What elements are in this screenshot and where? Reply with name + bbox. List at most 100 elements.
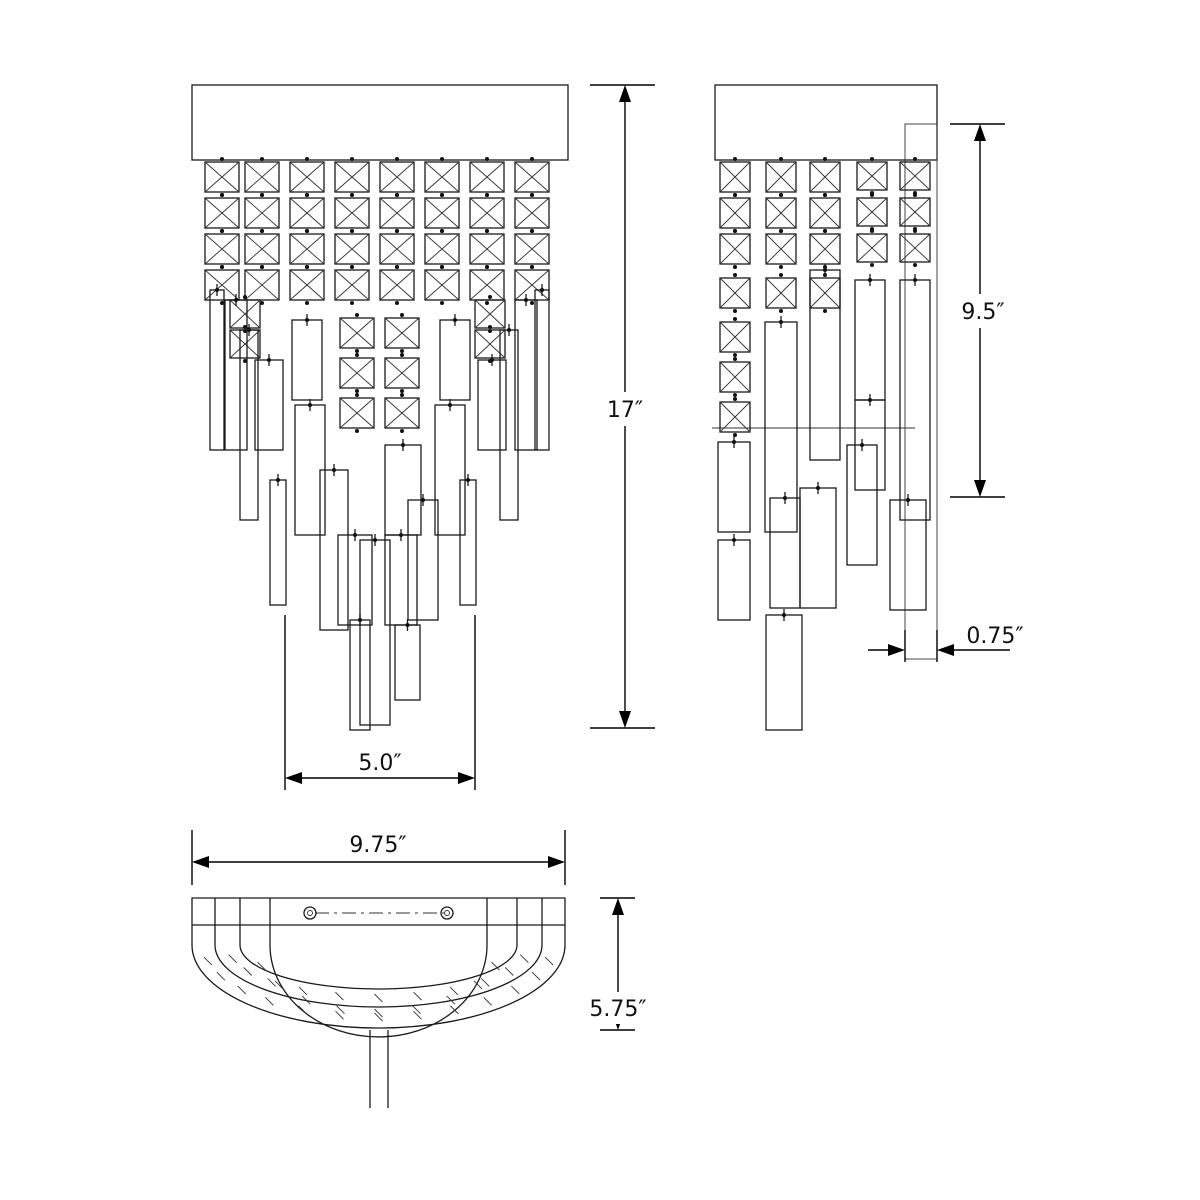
- square-crystal: [204, 269, 240, 301]
- crystal-facet: [469, 233, 505, 265]
- pendant-crystal: [209, 289, 225, 451]
- crystal-hook: [440, 229, 444, 233]
- crystal-facet: [856, 233, 888, 263]
- pendant-hook-dot: [453, 318, 457, 322]
- pendant-crystal: [809, 269, 841, 461]
- square-crystal: [339, 357, 375, 389]
- pendant-hook-dot: [247, 328, 251, 332]
- crystal-hook: [779, 193, 783, 197]
- crystal-hook: [870, 263, 874, 267]
- crystal-hook: [733, 309, 737, 313]
- crystal-facet: [289, 197, 325, 229]
- square-crystal: [765, 233, 797, 265]
- pendant-crystal: [477, 359, 507, 451]
- dimension-0-75: 0.75″: [868, 624, 1024, 662]
- pendant-hook-dot: [308, 403, 312, 407]
- pendant-crystal: [459, 479, 477, 606]
- pendant-hook-dot: [868, 398, 872, 402]
- crystal-hook: [779, 229, 783, 233]
- edge-tick: [265, 996, 274, 1006]
- square-crystal: [719, 321, 751, 353]
- square-crystal: [899, 161, 931, 191]
- edge-tick: [237, 985, 246, 995]
- square-crystal: [469, 161, 505, 193]
- crystal-hook: [260, 193, 264, 197]
- pendant-crystal: [319, 469, 349, 631]
- edge-tick: [413, 991, 422, 1001]
- square-crystal: [379, 269, 415, 301]
- crystal-hook: [733, 357, 737, 361]
- crystal-facet: [229, 329, 261, 359]
- crystal-facet: [424, 233, 460, 265]
- pendant-hook-dot: [540, 288, 544, 292]
- crystal-facet: [289, 269, 325, 301]
- square-crystal: [384, 397, 420, 429]
- crystal-hook: [350, 265, 354, 269]
- crystal-hook: [305, 193, 309, 197]
- crystal-facet: [719, 233, 751, 265]
- pendant-crystal: [889, 499, 927, 611]
- crystal-hook: [733, 353, 737, 357]
- crystal-hook: [485, 193, 489, 197]
- crystal-hook: [913, 263, 917, 267]
- square-crystal: [384, 357, 420, 389]
- top-middle-arc-2: [239, 898, 518, 990]
- edge-tick: [504, 967, 514, 976]
- square-crystal: [719, 401, 751, 433]
- crystal-hook: [823, 309, 827, 313]
- square-crystal: [204, 161, 240, 193]
- square-crystal: [244, 197, 280, 229]
- pendant-crystal: [407, 499, 439, 621]
- crystal-facet: [765, 161, 797, 193]
- crystal-hook: [488, 295, 492, 299]
- crystal-hook: [260, 265, 264, 269]
- crystal-hook: [913, 157, 917, 161]
- crystal-hook: [733, 265, 737, 269]
- crystal-hook: [350, 229, 354, 233]
- crystal-facet: [899, 161, 931, 191]
- crystal-facet: [229, 299, 261, 329]
- edge-tick: [257, 961, 266, 971]
- crystal-hook: [530, 265, 534, 269]
- crystal-hook: [220, 301, 224, 305]
- dimension-label-plate-depth: 5.75″: [589, 997, 646, 1022]
- crystal-hook: [779, 309, 783, 313]
- pendant-hook-dot: [267, 358, 271, 362]
- crystal-hook: [400, 429, 404, 433]
- pendant-crystal: [384, 444, 422, 536]
- pendant-hook-dot: [421, 498, 425, 502]
- crystal-hook: [530, 229, 534, 233]
- pendant-crystal: [899, 279, 931, 521]
- edge-tick: [243, 967, 253, 976]
- square-crystal: [765, 161, 797, 193]
- square-crystal: [719, 197, 751, 229]
- crystal-hook: [530, 157, 534, 161]
- mounting-hole-left: [303, 906, 317, 920]
- crystal-facet: [384, 397, 420, 429]
- crystal-hook: [395, 301, 399, 305]
- crystal-facet: [339, 357, 375, 389]
- crystal-hook: [220, 229, 224, 233]
- square-crystal: [899, 233, 931, 263]
- crystal-facet: [334, 233, 370, 265]
- top-view: [191, 897, 566, 1108]
- crystal-hook: [733, 193, 737, 197]
- pendant-hook-dot: [524, 298, 528, 302]
- pendant-hook-dot: [783, 496, 787, 500]
- crystal-facet: [809, 197, 841, 229]
- crystal-hook: [779, 273, 783, 277]
- crystal-hook: [913, 229, 917, 233]
- pendant-crystal: [769, 497, 801, 609]
- crystal-hook: [823, 229, 827, 233]
- edge-tick: [520, 954, 529, 964]
- crystal-facet: [469, 269, 505, 301]
- crystal-facet: [809, 277, 841, 309]
- crystal-facet: [244, 161, 280, 193]
- pendant-crystal: [717, 441, 751, 533]
- square-crystal: [289, 269, 325, 301]
- square-crystal: [469, 197, 505, 229]
- crystal-hook: [400, 393, 404, 397]
- crystal-facet: [719, 321, 751, 353]
- square-crystal: [204, 233, 240, 265]
